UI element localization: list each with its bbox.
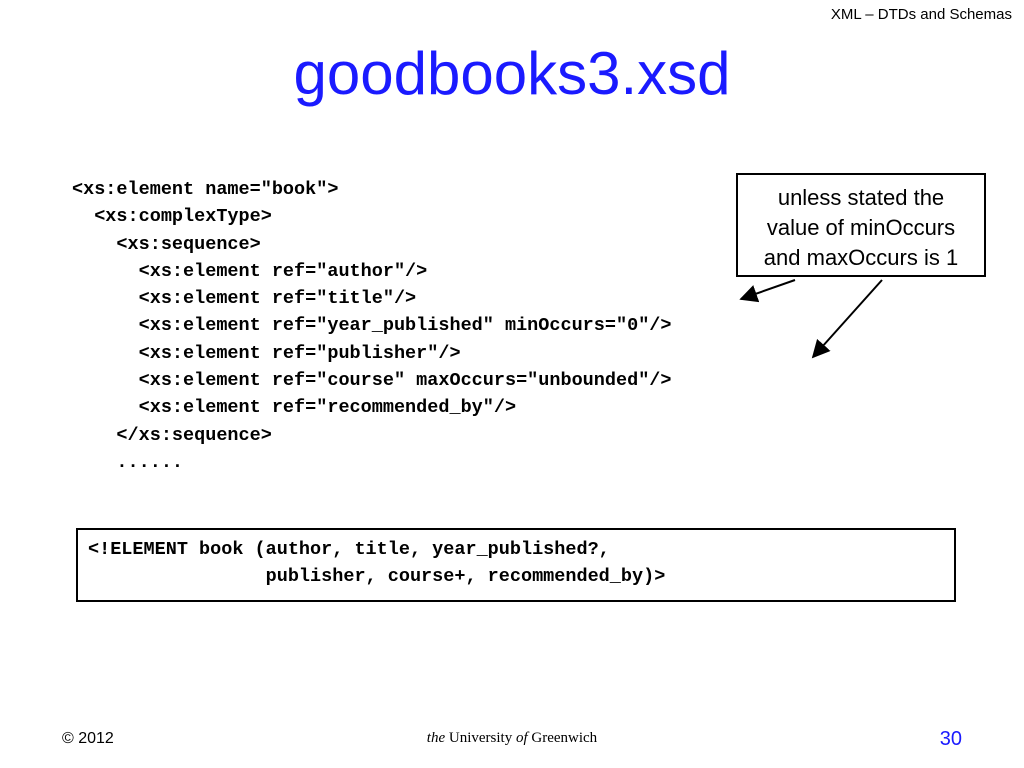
code-line: <xs:element ref="recommended_by"/> — [72, 397, 517, 419]
code-line: <xs:element ref="title"/> — [72, 288, 417, 310]
code-line: <xs:sequence> — [72, 233, 261, 255]
footer-institution-the: the — [426, 730, 446, 746]
dtd-line: <!ELEMENT book (author, title, year_publ… — [88, 539, 610, 560]
footer-institution-of: of — [515, 730, 528, 746]
slide-title: goodbooks3.xsd — [293, 40, 731, 107]
arrow-to-maxoccurs — [811, 279, 883, 359]
callout-line: value of minOccurs — [766, 215, 956, 240]
dtd-equivalent-box: <!ELEMENT book (author, title, year_publ… — [76, 528, 956, 602]
footer-institution-university: University — [445, 730, 516, 746]
code-line: <xs:complexType> — [72, 206, 272, 228]
callout-note: unless stated the value of minOccurs and… — [736, 173, 986, 277]
page-number: 30 — [939, 728, 962, 750]
code-line: <xs:element name="book"> — [72, 179, 339, 200]
code-line: <xs:element ref="course" maxOccurs="unbo… — [72, 370, 672, 392]
header-label: XML – DTDs and Schemas — [830, 6, 1012, 23]
arrow-to-minoccurs — [739, 279, 796, 303]
code-line: <xs:element ref="author"/> — [72, 260, 428, 282]
footer-copyright: © 2012 — [62, 730, 114, 747]
code-line: <xs:element ref="year_published" minOccu… — [72, 315, 672, 337]
footer-institution: the University of Greenwich — [0, 730, 1024, 747]
dtd-line: publisher, course+, recommended_by)> — [88, 566, 666, 588]
code-line: <xs:element ref="publisher"/> — [72, 342, 461, 364]
callout-line: unless stated the — [777, 185, 945, 210]
footer-institution-name: Greenwich — [527, 730, 598, 746]
code-line: ...... — [72, 451, 184, 473]
xsd-code-block: <xs:element name="book"> <xs:complexType… — [72, 176, 672, 476]
callout-line: and maxOccurs is 1 — [763, 245, 959, 270]
code-line: </xs:sequence> — [72, 424, 272, 446]
